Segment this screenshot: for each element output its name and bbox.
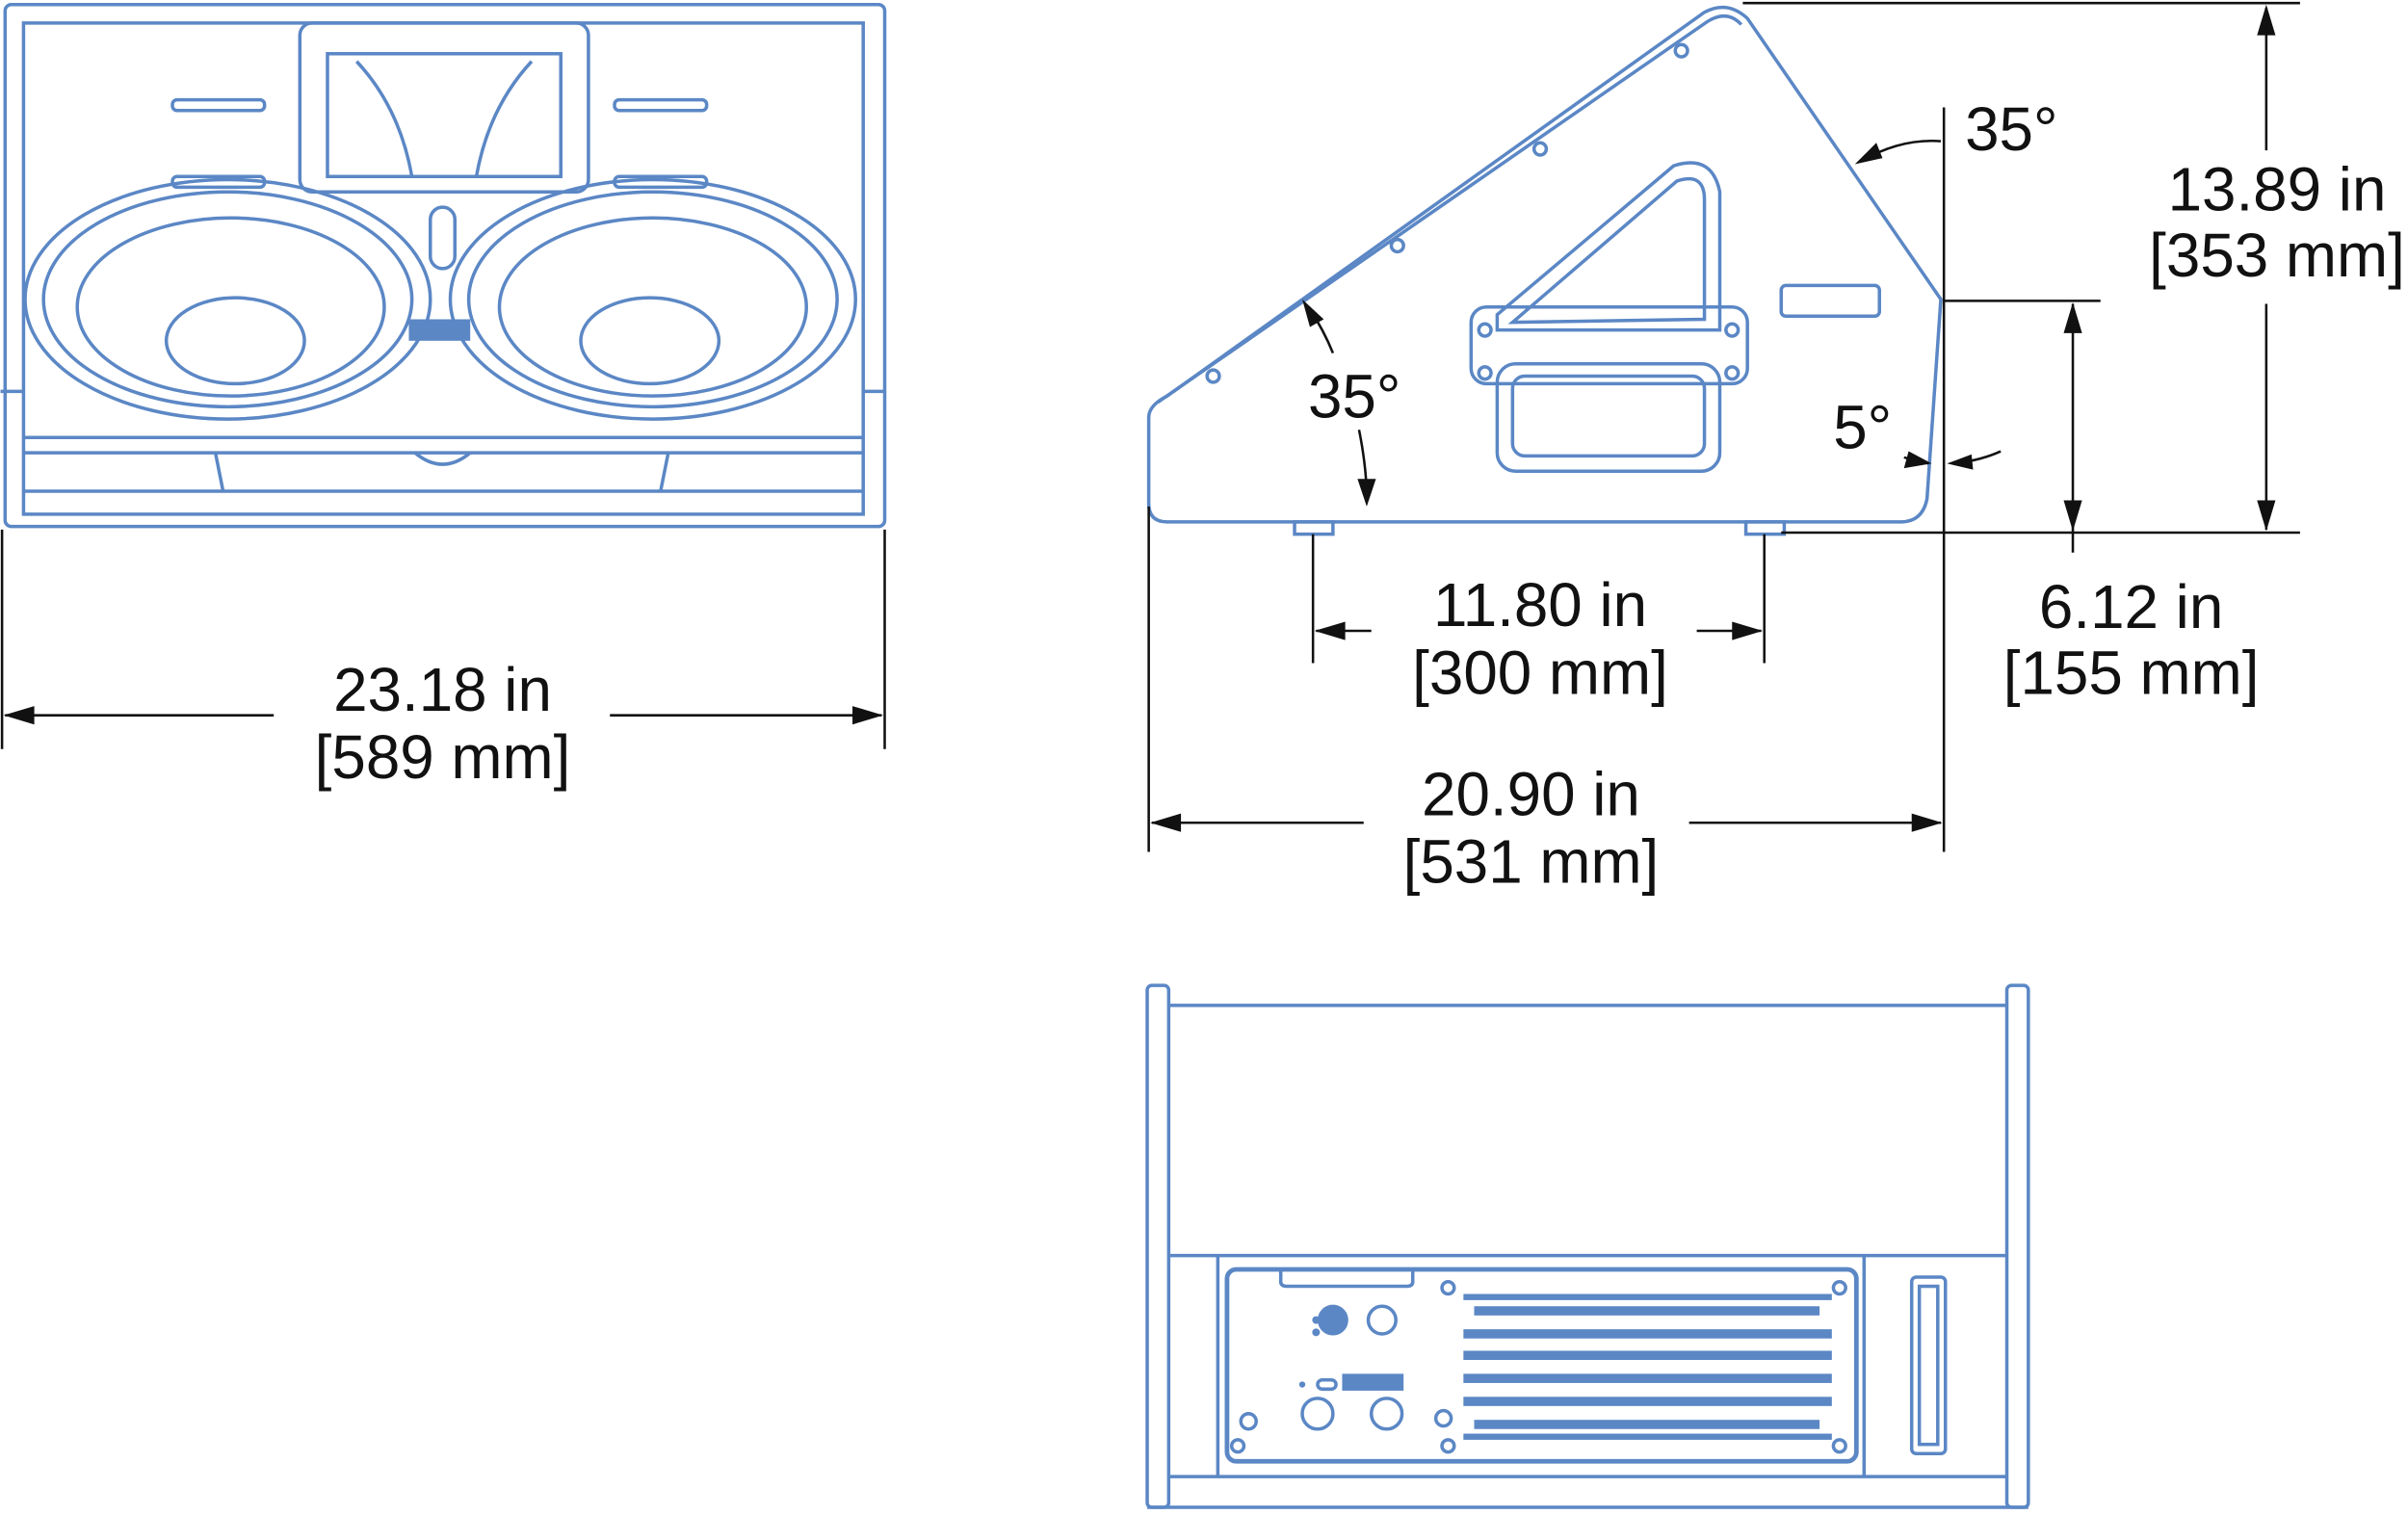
feet-spacing-imperial: 11.80 in bbox=[1433, 570, 1647, 640]
angle-rear: 5° bbox=[1833, 392, 1892, 461]
side-handle bbox=[1469, 161, 1749, 474]
angle-front: 35° bbox=[1308, 361, 1400, 431]
angle-top: 35° bbox=[1965, 94, 2057, 164]
front-view bbox=[0, 3, 887, 529]
height-metric: [353 mm] bbox=[2149, 221, 2405, 290]
rear-height-imperial: 6.12 in bbox=[2039, 572, 2223, 641]
amplifier-panel bbox=[1224, 1267, 1859, 1464]
side-dimensions: 13.89 in [353 mm] 6.12 in [155 mm] 11.80… bbox=[1147, 1, 2405, 896]
woofer-right bbox=[448, 177, 857, 421]
side-view bbox=[1146, 5, 1943, 536]
woofer-left bbox=[23, 177, 432, 421]
front-width-dimension: 23.18 in [589 mm] bbox=[0, 529, 886, 792]
rear-view bbox=[1145, 983, 2030, 1509]
feet-spacing-metric: [300 mm] bbox=[1412, 638, 1668, 707]
rear-height-metric: [155 mm] bbox=[2003, 638, 2260, 707]
height-imperial: 13.89 in bbox=[2168, 154, 2387, 223]
depth-imperial: 20.90 in bbox=[1422, 759, 1640, 828]
front-width-metric: [589 mm] bbox=[315, 722, 571, 792]
horn bbox=[298, 21, 590, 194]
front-width-imperial: 23.18 in bbox=[333, 655, 552, 724]
depth-metric: [531 mm] bbox=[1403, 826, 1660, 896]
